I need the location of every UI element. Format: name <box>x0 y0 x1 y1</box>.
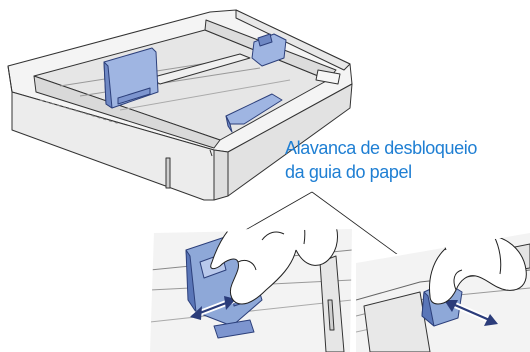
rear-guide <box>251 33 287 67</box>
side-guide-right <box>225 93 283 133</box>
callout-line-1: Alavanca de desbloqueio <box>285 138 477 158</box>
detail-right <box>355 231 530 352</box>
side-guide-left <box>103 47 159 109</box>
release-lever-callout: Alavanca de desbloqueio da guia do papel <box>285 136 525 184</box>
detail-left <box>150 227 353 352</box>
callout-line-2: da guia do papel <box>285 162 412 182</box>
